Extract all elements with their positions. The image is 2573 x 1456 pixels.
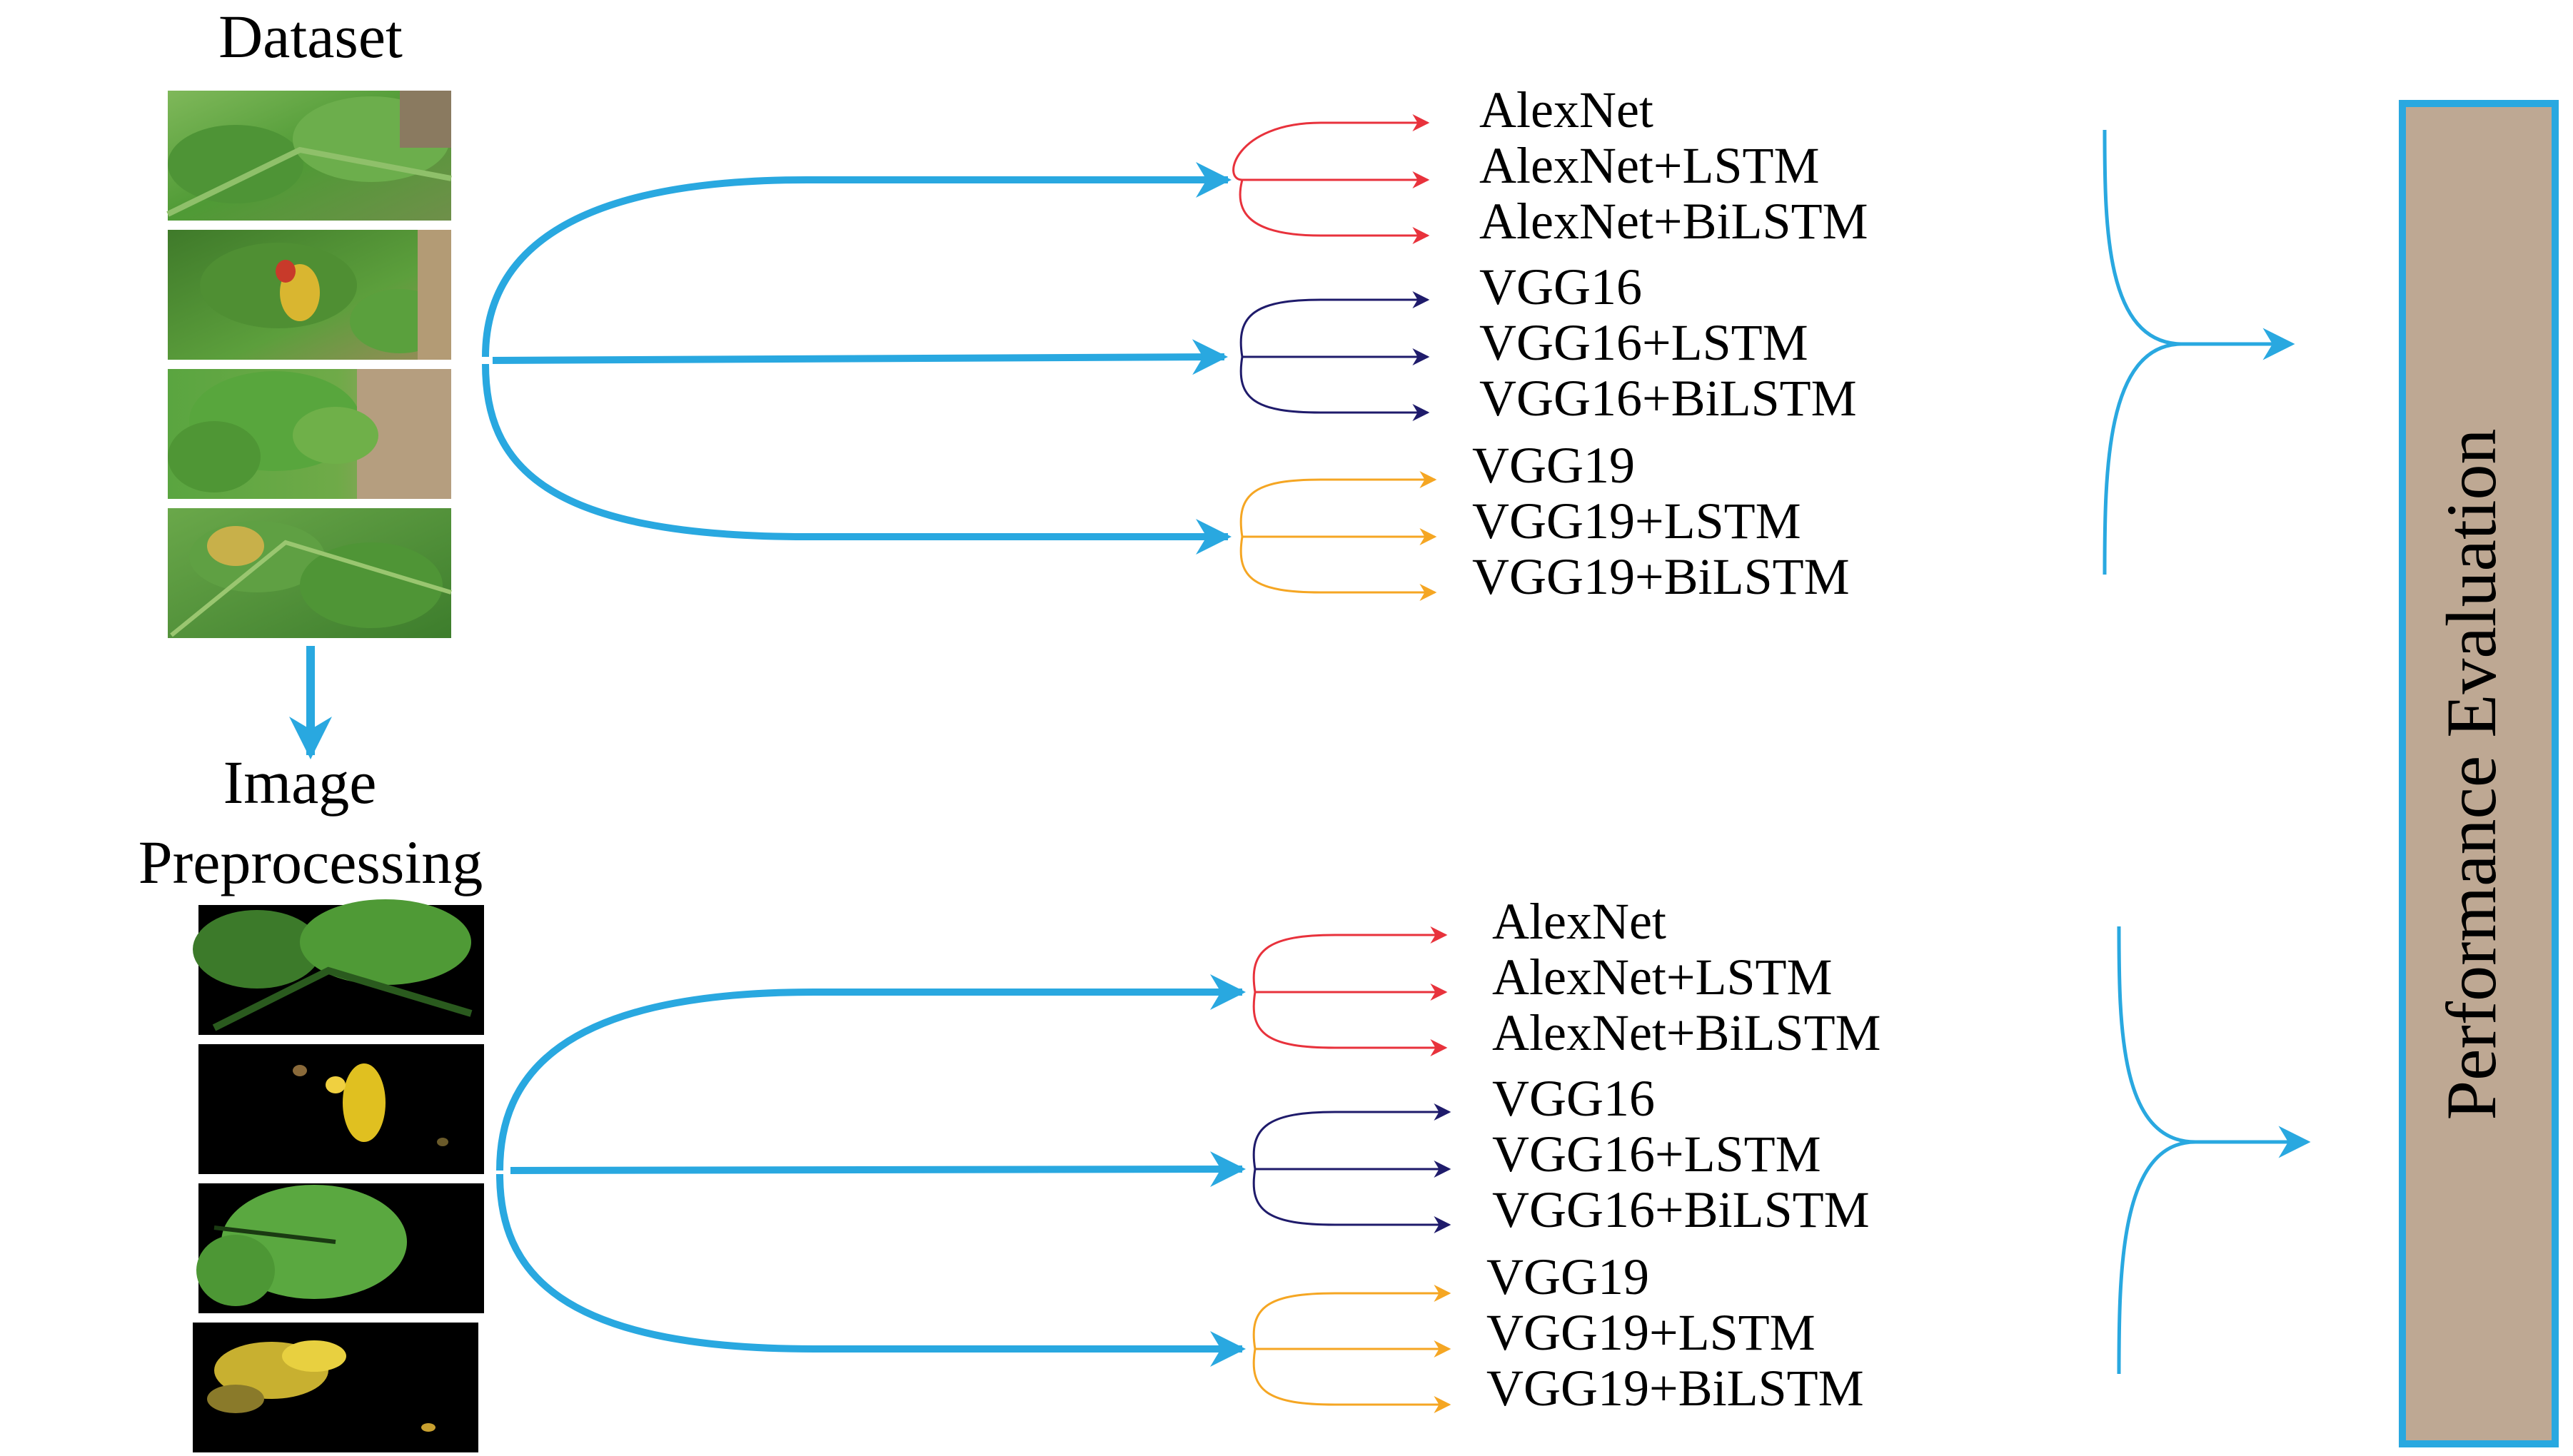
- model-label: VGG19+LSTM: [1472, 492, 1801, 550]
- top-flow-arrow-alexnet: [482, 162, 1232, 358]
- segmented-rust-image: [193, 1323, 478, 1452]
- healthy-leaf-image: [166, 91, 452, 221]
- bean-rust-image: [168, 508, 452, 638]
- segmented-leaf-image: [196, 1183, 484, 1313]
- top-flow-arrow-vgg16: [492, 339, 1228, 375]
- performance-evaluation-label: Performance Evaluation: [2432, 428, 2511, 1120]
- bottom-flow-arrows: [496, 974, 1246, 1367]
- model-label: AlexNet: [1492, 893, 1666, 950]
- dataset-image-strip: [166, 91, 452, 638]
- model-label: VGG19: [1486, 1248, 1649, 1305]
- model-label: VGG19: [1472, 437, 1635, 494]
- bottom-flow-arrow-vgg19: [496, 1173, 1246, 1367]
- angular-leaf-spot-image: [168, 230, 451, 360]
- preprocessed-image-strip: [193, 899, 484, 1452]
- model-label: VGG16: [1479, 258, 1642, 315]
- top-model-connectors: [1232, 114, 1437, 601]
- model-label: VGG16+LSTM: [1479, 314, 1808, 371]
- bottom-brace: [2117, 926, 2311, 1375]
- bottom-model-labels: AlexNet AlexNet+LSTM AlexNet+BiLSTM VGG1…: [1486, 893, 1881, 1417]
- model-label: VGG19+BiLSTM: [1472, 548, 1850, 605]
- top-model-labels: AlexNet AlexNet+LSTM AlexNet+BiLSTM VGG1…: [1472, 81, 1868, 605]
- model-label: AlexNet+BiLSTM: [1479, 193, 1868, 250]
- bottom-model-connectors: [1252, 926, 1451, 1413]
- model-label: AlexNet+LSTM: [1492, 949, 1833, 1006]
- model-label: AlexNet+BiLSTM: [1492, 1004, 1881, 1061]
- model-label: AlexNet+LSTM: [1479, 137, 1820, 194]
- top-brace: [2103, 129, 2295, 575]
- bottom-flow-arrow-vgg16: [510, 1151, 1246, 1188]
- preprocessing-title-line1: Image: [223, 748, 377, 817]
- model-label: VGG16: [1492, 1070, 1655, 1127]
- dataset-title: Dataset: [218, 2, 403, 71]
- model-label: VGG16+BiLSTM: [1492, 1181, 1870, 1238]
- model-label: AlexNet: [1479, 81, 1653, 138]
- bottom-flow-arrow-alexnet: [496, 974, 1246, 1171]
- model-label: VGG16+LSTM: [1492, 1126, 1821, 1183]
- top-flow-arrow-vgg19: [482, 363, 1232, 555]
- segmented-healthy-leaf-image: [193, 899, 484, 1035]
- model-label: VGG19+BiLSTM: [1486, 1360, 1864, 1417]
- top-flow-arrows: [482, 162, 1232, 555]
- model-label: VGG16+BiLSTM: [1479, 370, 1857, 427]
- bean-leaf-image: [168, 369, 451, 499]
- model-label: VGG19+LSTM: [1486, 1304, 1816, 1361]
- segmented-spot-image: [198, 1044, 484, 1174]
- performance-evaluation-box: [2399, 100, 2559, 1447]
- preprocessing-title-line2: Preprocessing: [139, 828, 483, 896]
